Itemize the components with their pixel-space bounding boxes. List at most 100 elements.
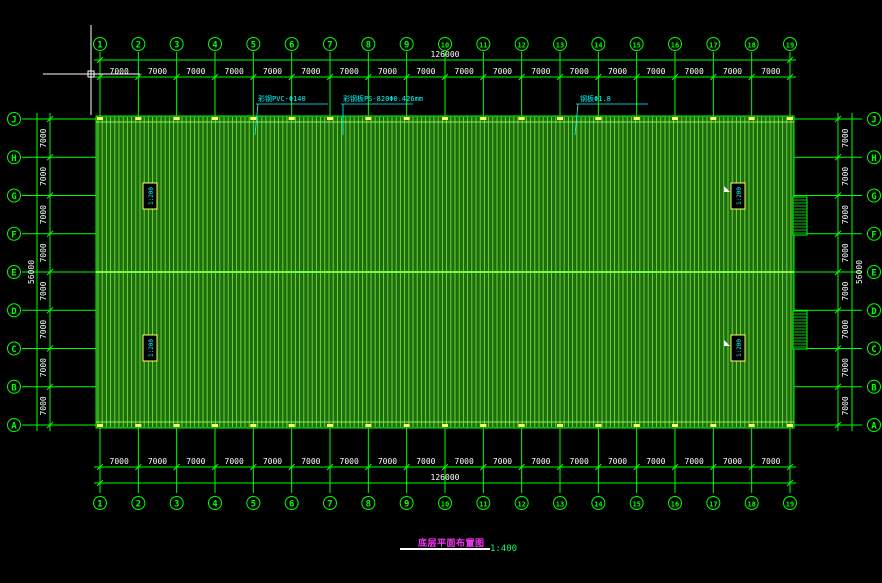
column-cap-bottom bbox=[365, 424, 372, 427]
column-bubble-label: 4 bbox=[212, 500, 218, 510]
dimension-tick bbox=[364, 463, 372, 471]
column-bubble-top bbox=[553, 37, 567, 51]
bay-dimension-label: 7000 bbox=[110, 67, 129, 76]
dimension-tick bbox=[211, 463, 219, 471]
span-dimension-label: 7000 bbox=[841, 128, 850, 147]
axis-bubbles-layer: 1122334455667788991010111112121313141415… bbox=[7, 37, 881, 510]
row-bubble-right bbox=[867, 265, 881, 279]
column-bubble-top bbox=[744, 37, 759, 51]
slope-tag-label: 1:200 bbox=[148, 187, 155, 205]
row-bubble-right bbox=[867, 303, 881, 318]
dimension-tick bbox=[786, 479, 794, 487]
column-bubble-label: 3 bbox=[174, 500, 179, 510]
dimension-tick bbox=[633, 463, 641, 471]
callout-label-right: 钢板Φ1.8 bbox=[580, 94, 611, 103]
bay-dimension-label: 7000 bbox=[723, 457, 742, 466]
dimension-tick bbox=[834, 383, 842, 391]
column-bubble-label: 2 bbox=[136, 41, 141, 51]
row-bubble-label: G bbox=[871, 192, 876, 202]
span-dimension-label: 7000 bbox=[39, 358, 48, 377]
row-bubble-left bbox=[7, 418, 21, 432]
roof-panel-area bbox=[95, 115, 795, 429]
column-bubble-bottom bbox=[668, 496, 682, 510]
bay-dimension-label: 7000 bbox=[531, 67, 550, 76]
row-bubble-label: B bbox=[871, 383, 877, 393]
dimension-tick bbox=[173, 73, 181, 81]
dimension-layer: 7000 7000 7000 7000 7000 7000 7000 7000 7000 7000… bbox=[27, 50, 864, 487]
bay-dimension-label: 7000 bbox=[301, 457, 320, 466]
column-bubble-bottom bbox=[553, 496, 567, 510]
column-cap-bottom bbox=[595, 424, 602, 427]
column-bubble-label: 18 bbox=[747, 501, 755, 509]
drawing-scale: 1:400 bbox=[490, 544, 518, 554]
bay-dimension-label: 7000 bbox=[340, 67, 359, 76]
row-bubble-right bbox=[867, 341, 881, 356]
column-cap-top bbox=[403, 117, 410, 120]
column-bubble-label: 19 bbox=[786, 42, 794, 50]
column-bubble-label: 14 bbox=[594, 42, 602, 50]
arrow-icon bbox=[724, 340, 730, 346]
column-bubble-bottom bbox=[591, 496, 606, 510]
row-bubble-left bbox=[7, 226, 21, 241]
dimension-tick bbox=[709, 73, 717, 81]
bay-dimension-label: 7000 bbox=[148, 457, 167, 466]
column-cap-top bbox=[288, 117, 295, 120]
dimension-tick bbox=[326, 73, 334, 81]
span-dimension-label: 7000 bbox=[841, 281, 850, 300]
column-bubble-label: 10 bbox=[441, 501, 449, 509]
row-bubble-right bbox=[867, 379, 881, 394]
overall-width-label: 56000 bbox=[855, 260, 864, 284]
column-bubble-top bbox=[706, 37, 721, 51]
dimension-tick bbox=[834, 268, 842, 276]
dimension-tick bbox=[288, 73, 296, 81]
dimension-tick bbox=[748, 73, 756, 81]
column-bubble-label: 6 bbox=[289, 500, 294, 510]
span-dimension-label: 7000 bbox=[39, 320, 48, 339]
column-bubble-label: 9 bbox=[404, 500, 409, 510]
column-bubble-label: 5 bbox=[251, 500, 256, 510]
bay-dimension-label: 7000 bbox=[455, 67, 474, 76]
bay-dimension-label: 7000 bbox=[685, 457, 704, 466]
column-bubble-top bbox=[131, 37, 146, 51]
dimension-tick bbox=[46, 268, 54, 276]
dimension-tick bbox=[96, 479, 104, 487]
exterior-ladder bbox=[792, 196, 808, 236]
dimension-tick bbox=[46, 153, 54, 161]
column-bubble-label: 4 bbox=[212, 41, 218, 51]
column-cap-top bbox=[633, 117, 640, 120]
column-cap-bottom bbox=[135, 424, 142, 427]
bay-dimension-label: 7000 bbox=[263, 457, 282, 466]
span-dimension-label: 7000 bbox=[39, 281, 48, 300]
column-bubble-label: 6 bbox=[289, 41, 294, 51]
column-bubble-top bbox=[169, 37, 184, 51]
column-cap-bottom bbox=[518, 424, 525, 427]
column-cap-top bbox=[97, 117, 103, 120]
column-bubble-label: 19 bbox=[786, 501, 794, 509]
overall-length-label: 126000 bbox=[431, 473, 460, 482]
dimension-tick bbox=[46, 192, 54, 199]
column-bubble-bottom bbox=[169, 496, 184, 510]
column-bubble-label: 17 bbox=[709, 42, 717, 50]
bay-dimension-label: 7000 bbox=[646, 67, 665, 76]
dimension-tick bbox=[556, 73, 564, 81]
column-bubble-top bbox=[438, 37, 452, 51]
bay-dimension-label: 7000 bbox=[378, 67, 397, 76]
bay-dimension-label: 7000 bbox=[493, 67, 512, 76]
row-bubble-label: C bbox=[871, 345, 876, 355]
slope-tag-box bbox=[730, 182, 746, 210]
bay-dimension-label: 7000 bbox=[570, 67, 589, 76]
dimension-tick bbox=[46, 421, 54, 429]
row-bubble-label: E bbox=[11, 269, 16, 279]
column-bubble-label: 9 bbox=[404, 41, 409, 51]
dimension-tick bbox=[594, 73, 602, 81]
dimension-tick bbox=[96, 463, 104, 471]
column-bubble-label: 17 bbox=[709, 501, 717, 509]
column-bubble-bottom bbox=[706, 496, 721, 510]
span-dimension-label: 7000 bbox=[39, 243, 48, 262]
row-bubble-label: J bbox=[871, 116, 876, 126]
dimension-tick bbox=[403, 463, 411, 471]
span-dimension-label: 7000 bbox=[841, 396, 850, 415]
bay-dimension-label: 7000 bbox=[378, 457, 397, 466]
column-bubble-label: 12 bbox=[517, 42, 525, 50]
